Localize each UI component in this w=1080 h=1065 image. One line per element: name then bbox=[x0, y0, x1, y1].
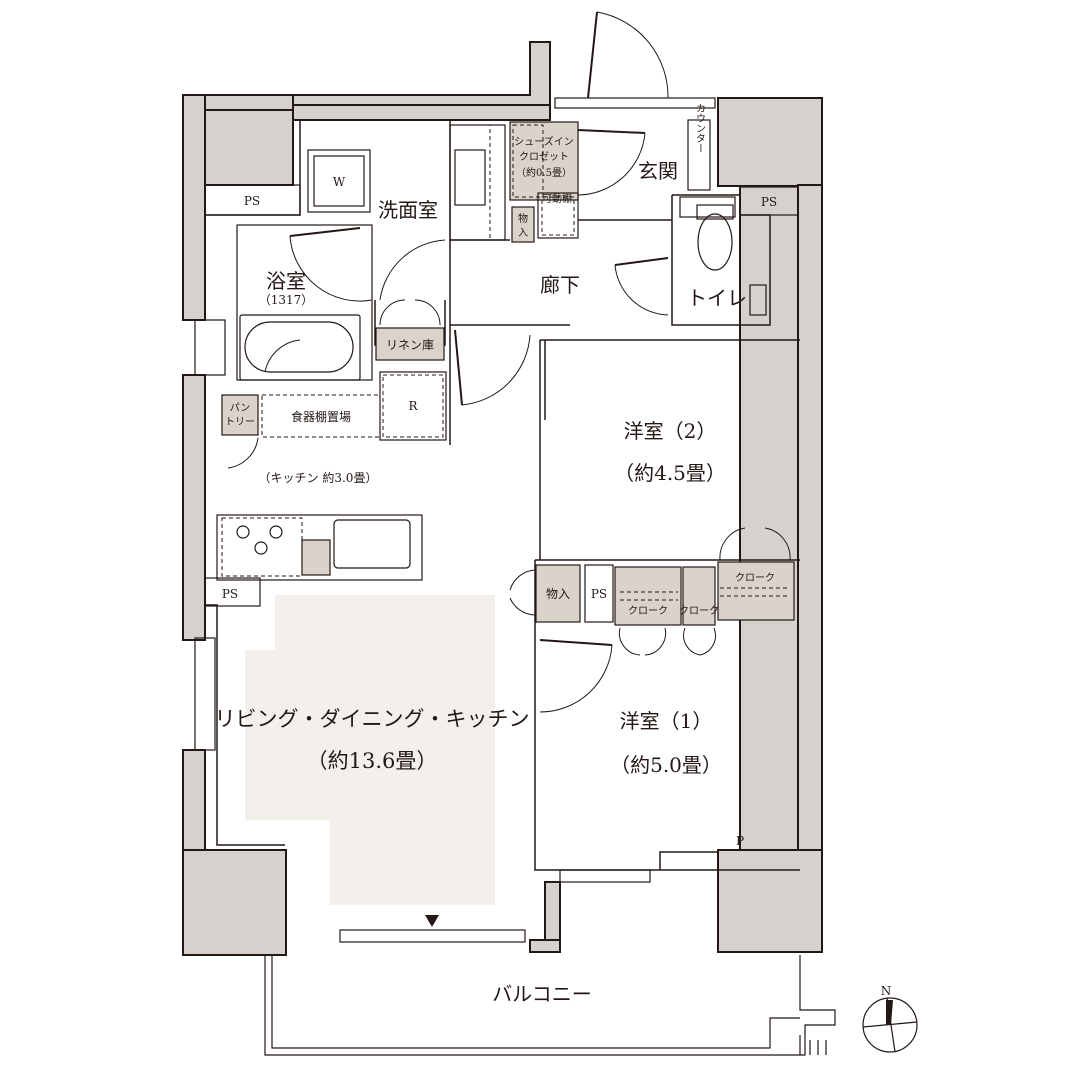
balcony-label: バルコニー bbox=[492, 982, 592, 1006]
kitchen-label: （キッチン 約3.0畳） bbox=[259, 470, 378, 485]
ps-label-1: PS bbox=[244, 194, 260, 208]
closet-label-b: クローク bbox=[679, 605, 719, 617]
washroom-label: 洗面室 bbox=[378, 198, 438, 222]
entrance-label: 玄関 bbox=[638, 159, 678, 183]
ps-label-3: PS bbox=[222, 587, 238, 601]
storage-small-line2: 入 bbox=[518, 228, 528, 239]
shoes-closet-line2: クロゼット bbox=[519, 151, 569, 163]
pantry-line2: トリー bbox=[225, 417, 255, 428]
ldk-floor-shade bbox=[245, 595, 495, 905]
compass bbox=[862, 997, 918, 1053]
ldk-name: リビング・ダイニング・キッチン bbox=[215, 707, 530, 731]
ps-label-2: PS bbox=[761, 195, 777, 209]
pantry-line1: パン bbox=[230, 402, 251, 414]
exterior-walls bbox=[182, 41, 823, 956]
closet-label-a: クローク bbox=[628, 605, 668, 617]
room1-size: （約5.0畳） bbox=[610, 753, 722, 777]
fridge-label: R bbox=[408, 399, 418, 413]
bath-name: 浴室 bbox=[266, 269, 306, 293]
shoes-closet-line3: （約0.5畳） bbox=[516, 166, 572, 179]
doors bbox=[227, 11, 791, 713]
room2-name: 洋室（2） bbox=[624, 419, 717, 443]
compass-north: N bbox=[881, 984, 892, 998]
hallway-label: 廊下 bbox=[540, 273, 580, 297]
counter-label: カウンター bbox=[694, 103, 706, 153]
dish-shelf-label: 食器棚置場 bbox=[291, 409, 351, 424]
washer-label: W bbox=[333, 175, 346, 189]
interior-walls bbox=[194, 97, 800, 943]
toilet-label: トイレ bbox=[687, 286, 747, 310]
movable-shelf-label: 可動棚 bbox=[542, 192, 572, 205]
room1-name: 洋室（1） bbox=[620, 709, 713, 733]
storage-label: 物入 bbox=[546, 587, 570, 601]
balcony bbox=[264, 955, 836, 1056]
room2-size: （約4.5畳） bbox=[614, 461, 726, 485]
p-mark: P bbox=[736, 834, 744, 848]
shoes-closet-line1: シューズイン bbox=[514, 135, 574, 148]
storage-small-line1: 物 bbox=[518, 212, 528, 225]
ldk-size: （約13.6畳） bbox=[307, 749, 438, 773]
main-entrance-marker bbox=[425, 915, 439, 927]
bath-size: （1317） bbox=[259, 293, 314, 307]
linen-label: リネン庫 bbox=[386, 338, 434, 352]
ps-label-4: PS bbox=[591, 587, 607, 601]
closet-label-c: クローク bbox=[735, 572, 775, 584]
